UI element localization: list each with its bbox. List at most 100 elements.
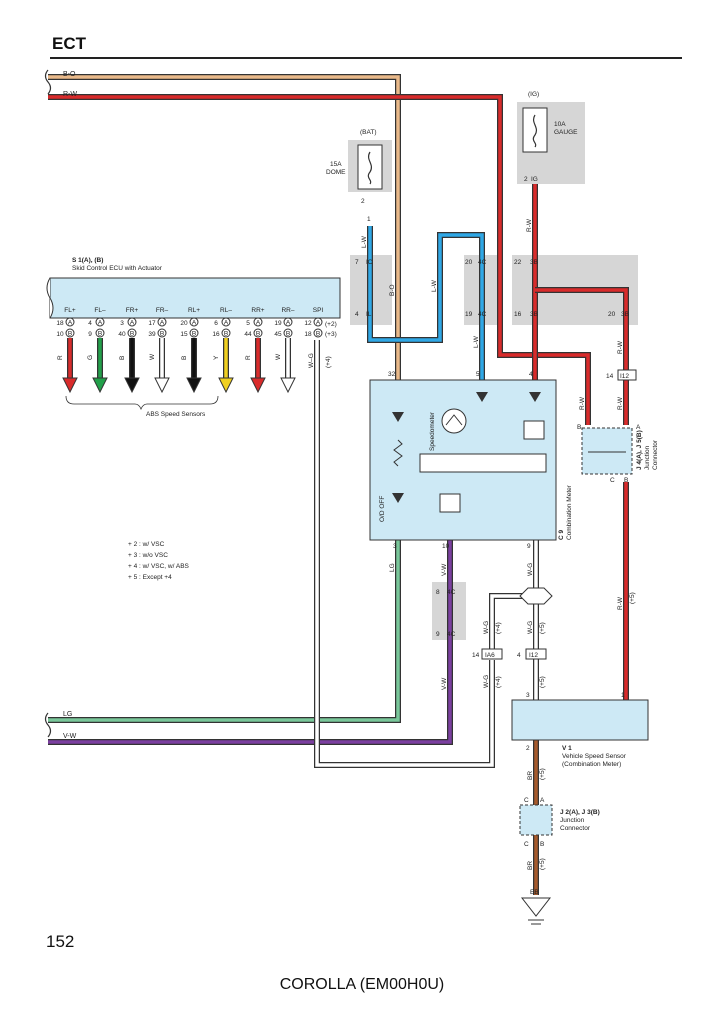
ic-top-conn: IC <box>366 259 373 266</box>
gauge-name: GAUGE <box>554 129 578 136</box>
sensor-wire-label: R <box>245 355 252 360</box>
j2-name1: Junction <box>560 817 585 824</box>
bo-label-vert: B-O <box>389 284 396 296</box>
ecu-conn-letter: A <box>224 319 229 326</box>
ecu-pin-circle <box>313 328 323 338</box>
ecu-terminal-7: RR– <box>281 307 294 314</box>
resistor-icon <box>393 439 403 467</box>
dome-fuse <box>357 144 383 190</box>
i12-pin: 14 <box>606 373 614 380</box>
sensor-arrow-icon <box>250 377 266 394</box>
speedometer-label: Speedometer <box>429 411 436 451</box>
lg-label: LG <box>389 563 396 572</box>
ecu-pin-a-5: 6 <box>214 320 218 327</box>
meter-pin-3: 3 <box>393 543 397 550</box>
ecu-pin-circle <box>127 317 137 327</box>
wg-label-2: W-G <box>527 621 534 634</box>
ecu-conn-letter: B <box>224 330 228 337</box>
ecu-pin-a-3: 17 <box>148 320 156 327</box>
combination-meter-box <box>369 379 557 541</box>
header-rule <box>50 57 682 59</box>
gauge-rating: 10A <box>554 121 566 128</box>
j3b-20-pin: 20 <box>608 311 616 318</box>
ecu-pin-circle <box>65 317 75 327</box>
sensor-arrow-icon <box>62 377 78 394</box>
j4c-left-pin: 20 <box>465 259 473 266</box>
i12-connector <box>617 369 637 381</box>
sensor-wire-label: Y <box>213 355 220 360</box>
ecu-pin-circle <box>189 317 199 327</box>
od-off-label: O/D OFF <box>379 496 386 522</box>
ecu-conn-letter: B <box>160 330 164 337</box>
sensor-pin-2: 2 <box>526 745 530 752</box>
ecu-conn-letter: A <box>160 319 165 326</box>
label-lg-bottom: LG <box>63 711 72 718</box>
ecu-conn-letter: A <box>286 319 291 326</box>
sensor-arrow-icon <box>124 377 140 394</box>
ecu-conn-letter: A <box>68 319 73 326</box>
ecu-conn-letter: A <box>316 319 321 326</box>
j4-name2: Connector <box>652 439 659 470</box>
rw-label-long: R-W <box>617 596 624 610</box>
variant-note: + 2 : w/ VSC <box>128 541 165 548</box>
splice-point <box>519 587 553 605</box>
ecu-pin-a-6: 5 <box>246 320 250 327</box>
ecu-pin-b-7: 45 <box>274 331 282 338</box>
ecu-conn-letter: B <box>316 330 320 337</box>
ecu-conn-letter: B <box>98 330 102 337</box>
ia6-connector <box>481 648 503 660</box>
rw-gauge-label: R-W <box>526 218 533 232</box>
ecu-conn-letter: A <box>98 319 103 326</box>
ground-icon <box>520 897 552 925</box>
ecu-terminal-4: RL+ <box>188 307 200 314</box>
ecu-pin-circle <box>253 317 263 327</box>
ecu-pin-circle <box>221 317 231 327</box>
sensor-name: Vehicle Speed Sensor <box>562 753 627 760</box>
section-title: ECT <box>52 34 86 53</box>
ecu-name: Skid Control ECU with Actuator <box>72 265 163 272</box>
rw-label-a: R-W <box>617 340 624 354</box>
ecu-id: S 1(A), (B) <box>72 257 103 264</box>
j2-pin-c2: C <box>524 841 529 848</box>
ecu-terminal-labels: FL+1810ABFL–49ABFR+340ABFR–1739ABRL+2015… <box>56 307 323 338</box>
wire-lg <box>48 540 400 722</box>
ecu-pin-circle <box>127 328 137 338</box>
j3b-20-conn: 3B <box>621 311 629 318</box>
j3b-16-pin: 16 <box>514 311 522 318</box>
dome-pin: 2 <box>361 198 365 205</box>
ecu-note-a: (+2) <box>325 321 337 328</box>
ecu-pin-b-0: 10 <box>56 331 64 338</box>
ecu-terminal-5: RL– <box>220 307 232 314</box>
ecu-pin-b-4: 15 <box>180 331 188 338</box>
gauge-fuse <box>522 107 548 153</box>
ecu-pin-b-3: 39 <box>148 331 156 338</box>
ecu-pin-circle <box>283 317 293 327</box>
ic-bottom-conn: IL <box>366 311 372 318</box>
sensor-wire-label: W <box>275 353 282 360</box>
meter-pin-5: 5 <box>476 371 480 378</box>
sensor-arrow-icon <box>154 377 170 394</box>
br-note-2: (+5) <box>539 858 546 870</box>
sensor-arrow-icon <box>280 377 296 394</box>
sensor-arrow-icon <box>186 377 202 394</box>
skid-control-ecu <box>46 277 341 319</box>
lw-label-b: L-W <box>431 279 438 292</box>
ecu-pin-b-5: 16 <box>212 331 220 338</box>
j4c-left-conn: 4C <box>478 259 487 266</box>
vw-label-low: V-W <box>441 677 448 690</box>
rw-label-b: R-W <box>617 396 624 410</box>
j4c-right-conn: 4C <box>478 311 487 318</box>
i12b-pin: 4 <box>517 652 521 659</box>
i12b-conn: I12 <box>529 652 538 659</box>
ecu-terminal-0: FL+ <box>64 307 76 314</box>
gauge-pin: 2 <box>524 176 528 183</box>
wire-bo <box>48 75 400 380</box>
br-label-2: BR <box>527 861 534 870</box>
dome-conn: 1 <box>367 216 371 223</box>
ecu-pin-b-6: 44 <box>244 331 252 338</box>
j4-id: J 4(A), J 5(B) <box>636 430 643 470</box>
br-note-1: (+5) <box>539 768 546 780</box>
ecu-terminal-8: SPI <box>313 307 324 314</box>
rw-note-5: (+5) <box>629 592 636 604</box>
